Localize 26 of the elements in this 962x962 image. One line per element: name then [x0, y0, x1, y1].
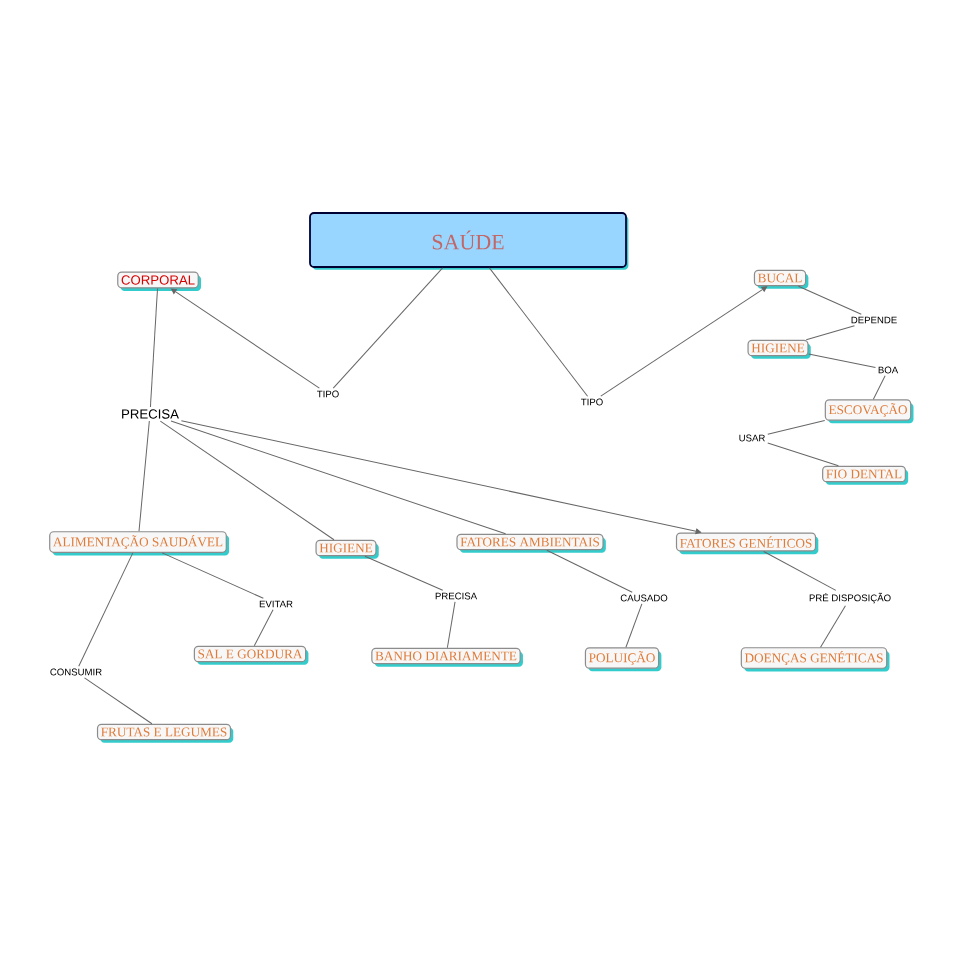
connector [446, 601, 456, 649]
connector [180, 420, 702, 535]
connector [488, 267, 589, 397]
connector [767, 419, 826, 435]
connector [625, 603, 643, 648]
connector [546, 549, 633, 593]
connector [171, 288, 320, 389]
connector [138, 420, 150, 532]
connector [805, 325, 855, 341]
connector [170, 420, 507, 535]
connector [78, 552, 134, 667]
connector [159, 420, 335, 541]
main-concept-box: SAÚDE [309, 212, 629, 270]
connector [600, 286, 768, 397]
connector [763, 551, 837, 591]
connector [253, 609, 274, 647]
connector [808, 353, 876, 368]
connector [872, 375, 886, 400]
connector [161, 552, 264, 599]
connector [84, 677, 153, 725]
connector [820, 605, 846, 648]
connector [797, 285, 862, 315]
connector [364, 555, 444, 591]
connector [149, 287, 158, 408]
connector [332, 267, 444, 389]
connector [767, 442, 839, 467]
